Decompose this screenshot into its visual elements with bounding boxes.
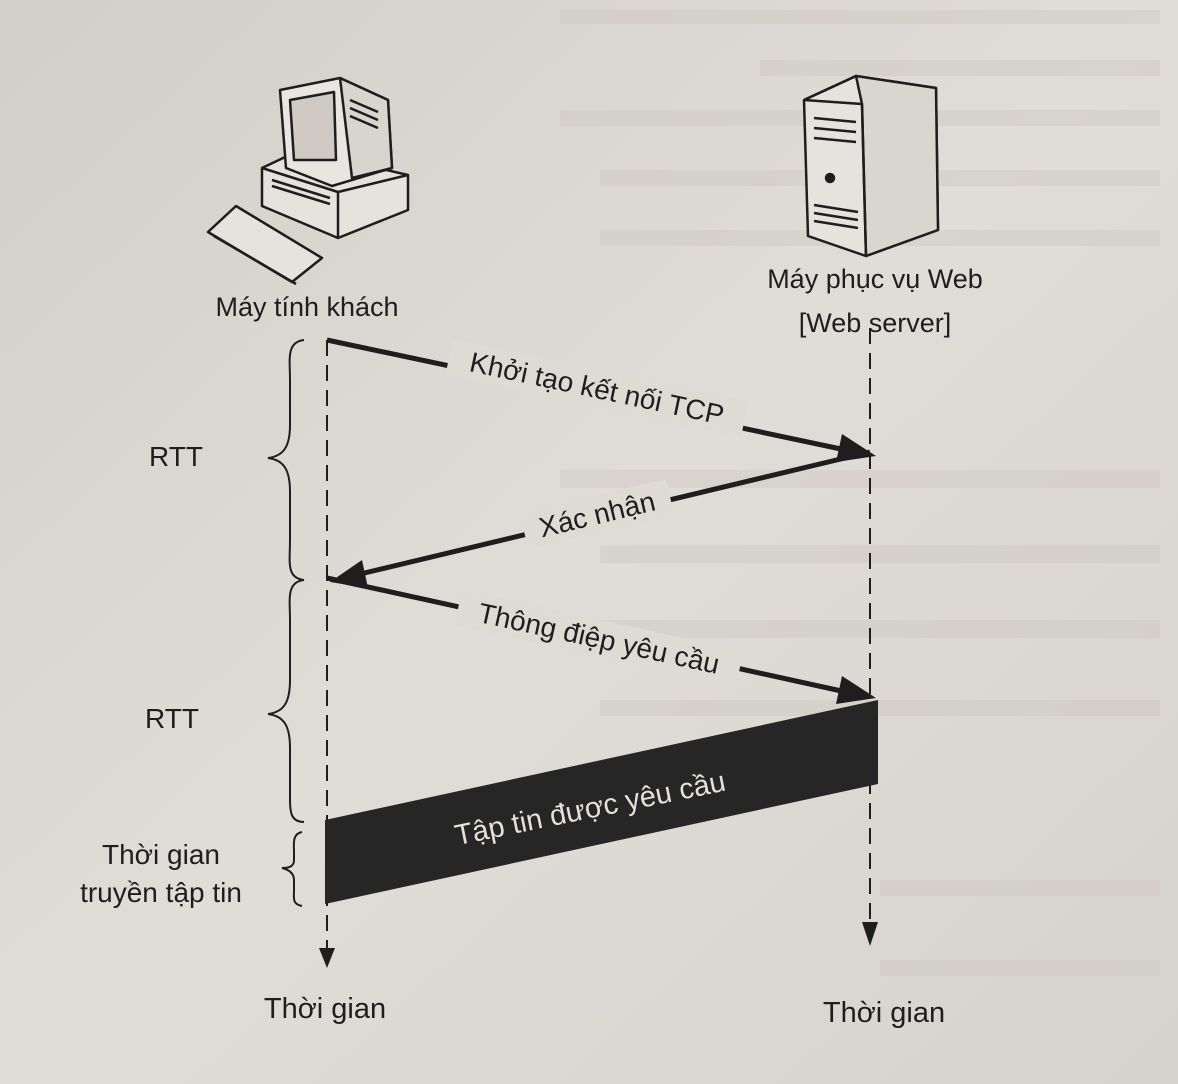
rtt-1-label: RTT (149, 441, 203, 472)
client-timeline-arrowhead (319, 948, 335, 968)
server-time-label: Thời gian (823, 997, 945, 1029)
server-timeline-arrowhead (862, 922, 878, 946)
transfer-brace (281, 831, 303, 907)
tcp-connect-label-bg (445, 338, 749, 438)
server-icon (802, 74, 940, 258)
request-label-bg (454, 589, 744, 687)
ack-label-bg (519, 478, 675, 550)
transfer-label-line2: truyền tập tin (80, 877, 242, 908)
client-computer-icon (206, 76, 410, 286)
rtt-1-brace (267, 339, 305, 581)
server-label-line2: [Web server] (799, 308, 952, 338)
file-transfer-band (325, 700, 878, 904)
request-arrowhead (836, 676, 876, 704)
client-label: Máy tính khách (215, 292, 398, 322)
rtt-2-brace (267, 579, 305, 823)
rtt-2-label: RTT (145, 703, 199, 734)
client-time-label: Thời gian (264, 993, 386, 1025)
transfer-label-line1: Thời gian (102, 839, 220, 870)
server-label-line1: Máy phục vụ Web (767, 264, 983, 294)
